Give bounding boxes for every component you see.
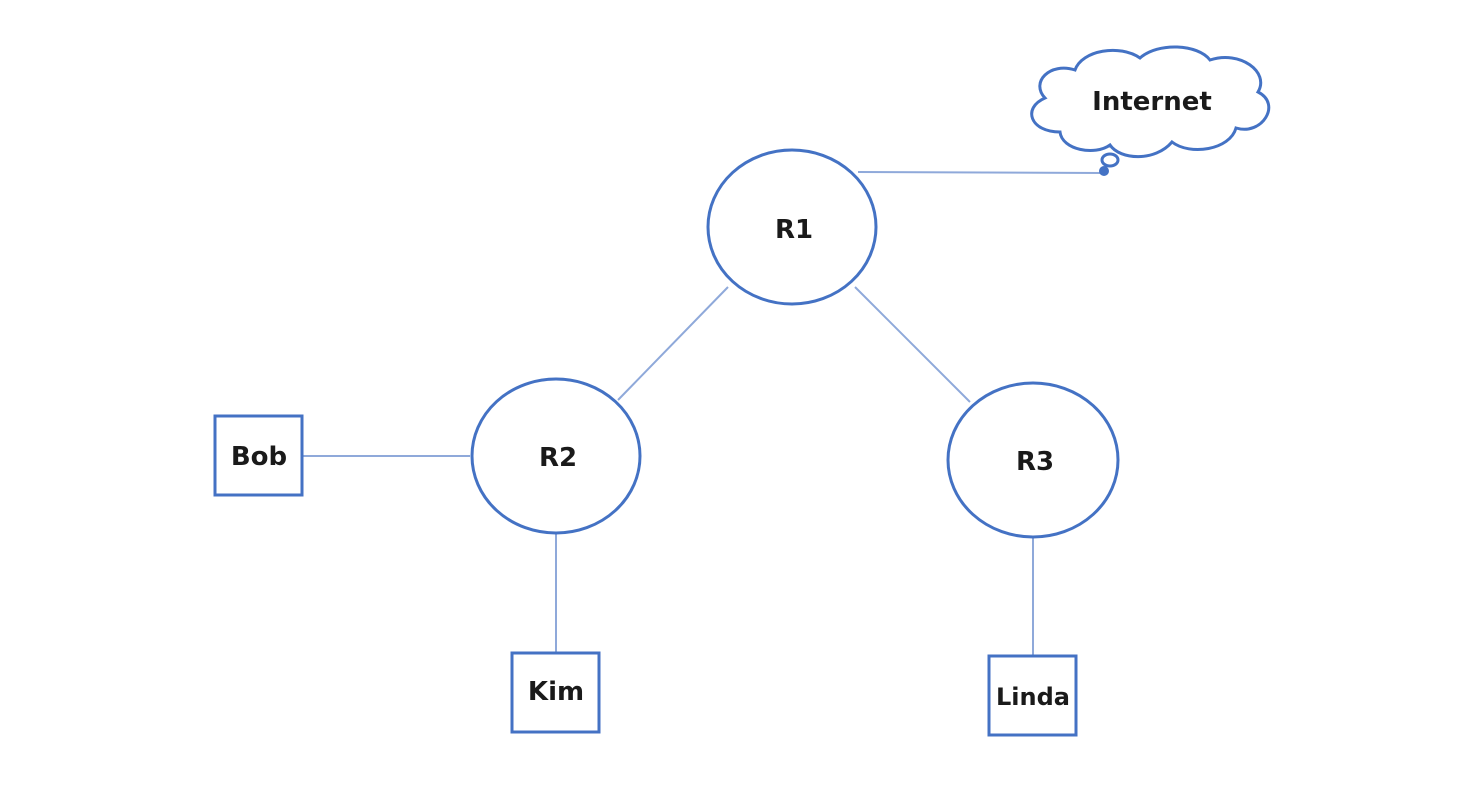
cloud-label: Internet	[1092, 87, 1212, 117]
host-box	[510, 651, 601, 734]
router-circle	[470, 377, 642, 535]
router-r2: R2	[470, 377, 642, 535]
host-label: Bob	[231, 442, 287, 472]
host-label: Kim	[528, 677, 584, 707]
link-r1-r3	[854, 286, 971, 403]
cloud-tail-small	[1100, 152, 1120, 168]
host-linda: Linda	[987, 654, 1078, 737]
links	[303, 171, 1104, 656]
link-r1-r2	[617, 286, 729, 401]
router-label: R3	[1016, 447, 1054, 477]
router-circle	[706, 148, 878, 306]
cloud-icon	[1030, 45, 1271, 159]
router-circle	[946, 381, 1120, 539]
router-label: R2	[539, 443, 577, 473]
router-label: R1	[775, 215, 813, 245]
host-box	[213, 414, 304, 497]
host-label: Linda	[996, 683, 1070, 711]
host-kim: Kim	[510, 651, 601, 734]
host-box	[987, 654, 1078, 737]
link-r1-internet	[857, 171, 1104, 174]
internet-cloud: Internet	[1030, 45, 1271, 176]
host-bob: Bob	[213, 414, 304, 497]
router-r1: R1	[706, 148, 878, 306]
cloud-tail-dot	[1099, 166, 1109, 176]
router-r3: R3	[946, 381, 1120, 539]
